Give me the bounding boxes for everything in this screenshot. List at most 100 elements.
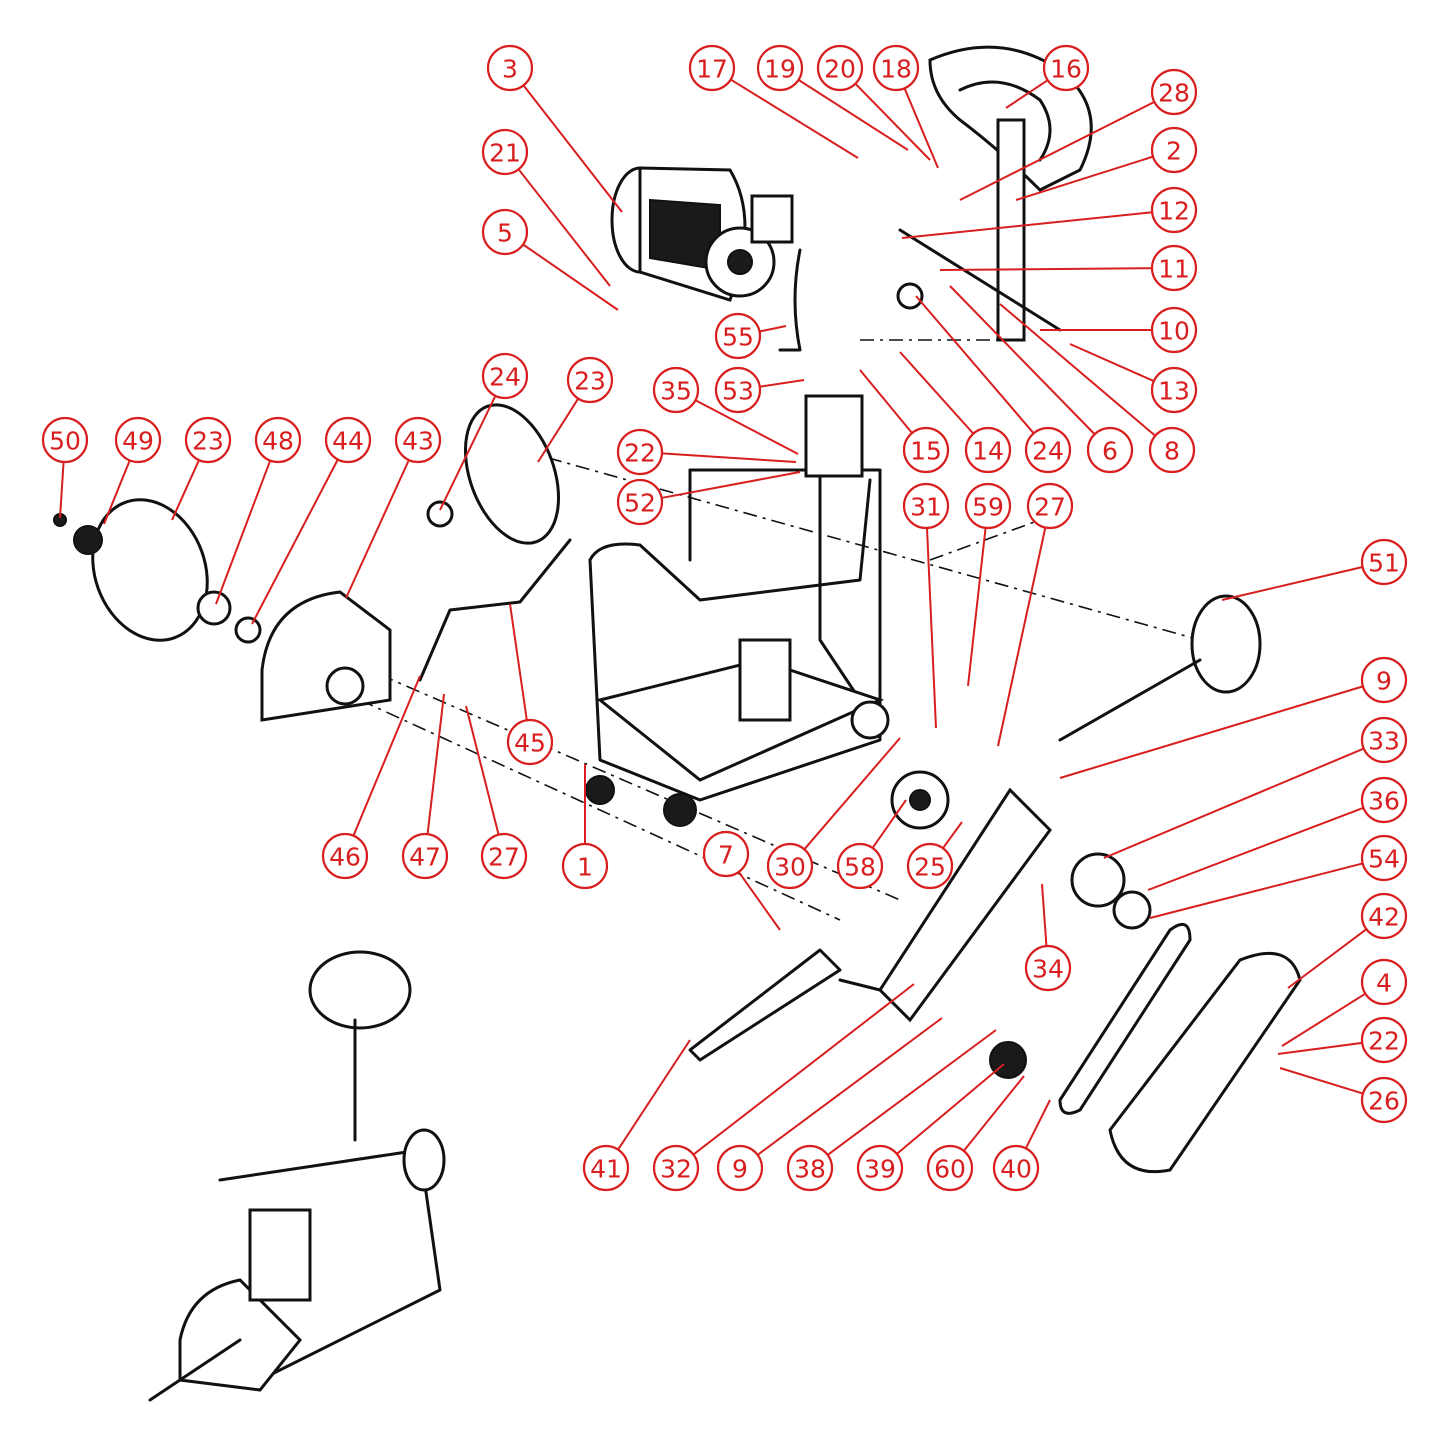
callout-leader-19 (797, 79, 909, 151)
callout-40: 40 (992, 1144, 1040, 1192)
callout-leader-50 (59, 461, 65, 519)
callout-number: 22 (1368, 1027, 1400, 1056)
callout-circle (616, 428, 664, 476)
callout-circle (114, 416, 162, 464)
callout-leader-27 (997, 527, 1047, 747)
callout-number: 50 (49, 427, 81, 456)
callout-31: 31 (902, 482, 950, 530)
callout-leader-2 (1015, 155, 1154, 201)
callout-leader-11 (939, 267, 1153, 271)
callout-leader-36 (1147, 806, 1364, 891)
blade-guard (260, 590, 392, 722)
callout-2: 2 (1150, 126, 1198, 174)
callout-circle (566, 356, 614, 404)
callout-number: 6 (1102, 437, 1118, 466)
callout-42: 42 (1360, 892, 1408, 940)
callout-circle (1150, 244, 1198, 292)
callout-leader-6 (949, 285, 1096, 435)
callout-number: 35 (660, 377, 692, 406)
callout-circle (1150, 68, 1198, 116)
callout-leader-33 (1103, 747, 1365, 859)
callout-60: 60 (926, 1144, 974, 1192)
callout-58: 58 (836, 842, 884, 890)
callout-leader-12 (901, 211, 1153, 239)
callout-53: 53 (714, 366, 762, 414)
callout-number: 24 (1032, 437, 1064, 466)
callout-circle (1360, 1076, 1408, 1124)
callout-55: 55 (714, 312, 762, 360)
callout-number: 52 (624, 489, 656, 518)
callout-20: 20 (816, 44, 864, 92)
callout-circle (1360, 834, 1408, 882)
callout-circle (321, 832, 369, 880)
callout-number: 59 (972, 493, 1004, 522)
callout-24: 24 (1024, 426, 1072, 474)
callout-number: 4 (1376, 969, 1392, 998)
callout-circle (1360, 538, 1408, 586)
callout-number: 41 (590, 1155, 622, 1184)
callout-number: 34 (1032, 955, 1064, 984)
callout-number: 54 (1368, 845, 1400, 874)
callout-number: 58 (844, 853, 876, 882)
callout-7: 7 (702, 830, 750, 878)
callout-number: 9 (732, 1155, 748, 1184)
callout-number: 39 (864, 1155, 896, 1184)
callout-number: 16 (1050, 55, 1082, 84)
callout-circle (964, 482, 1012, 530)
callout-number: 40 (1000, 1155, 1032, 1184)
callout-circle (766, 842, 814, 890)
callout-32: 32 (652, 1144, 700, 1192)
callout-circle (1148, 426, 1196, 474)
callout-circle (254, 416, 302, 464)
callout-leader-39 (896, 1063, 1005, 1155)
callout-number: 23 (574, 367, 606, 396)
callout-circle (1150, 306, 1198, 354)
callout-54: 54 (1360, 834, 1408, 882)
callout-49: 49 (114, 416, 162, 464)
callout-leader-20 (854, 83, 931, 161)
callout-14: 14 (964, 426, 1012, 474)
callout-15: 15 (902, 426, 950, 474)
wheel (1190, 594, 1262, 694)
callout-leader-60 (963, 1075, 1025, 1152)
callout-leader-31 (925, 527, 937, 729)
callout-leader-15 (859, 369, 913, 434)
callout-number: 21 (489, 139, 521, 168)
callout-27: 27 (480, 832, 528, 880)
guard-lever (418, 538, 572, 682)
callout-number: 3 (502, 55, 518, 84)
callout-leader-42 (1287, 928, 1368, 989)
callout-22: 22 (1360, 1016, 1408, 1064)
callout-circle (756, 44, 804, 92)
callout-circle (582, 1144, 630, 1192)
callout-leader-35 (695, 399, 799, 455)
callout-leader-45 (509, 603, 528, 721)
callout-9: 9 (1360, 656, 1408, 704)
callout-leader-24 (439, 395, 497, 511)
callout-leader-13 (1069, 343, 1155, 383)
callout-circle (1150, 126, 1198, 174)
callout-circle (1360, 958, 1408, 1006)
callout-circle (902, 426, 950, 474)
callout-leader-9 (757, 1017, 943, 1156)
callout-circle (714, 312, 762, 360)
callout-leader-54 (1149, 862, 1363, 919)
callout-25: 25 (906, 842, 954, 890)
callout-leader-16 (1005, 79, 1049, 109)
callout-44: 44 (324, 416, 372, 464)
callout-number: 7 (718, 841, 734, 870)
callout-number: 26 (1368, 1087, 1400, 1116)
callout-number: 9 (1376, 667, 1392, 696)
callout-leader-41 (617, 1039, 691, 1151)
callout-circle (1360, 656, 1408, 704)
callout-number: 24 (489, 363, 521, 392)
callout-number: 27 (1034, 493, 1066, 522)
callout-number: 19 (764, 55, 796, 84)
callout-19: 19 (756, 44, 804, 92)
callout-number: 43 (402, 427, 434, 456)
chain (688, 948, 842, 1062)
callout-leader-52 (661, 471, 801, 499)
callout-52: 52 (616, 478, 664, 526)
callout-circle (481, 128, 529, 176)
